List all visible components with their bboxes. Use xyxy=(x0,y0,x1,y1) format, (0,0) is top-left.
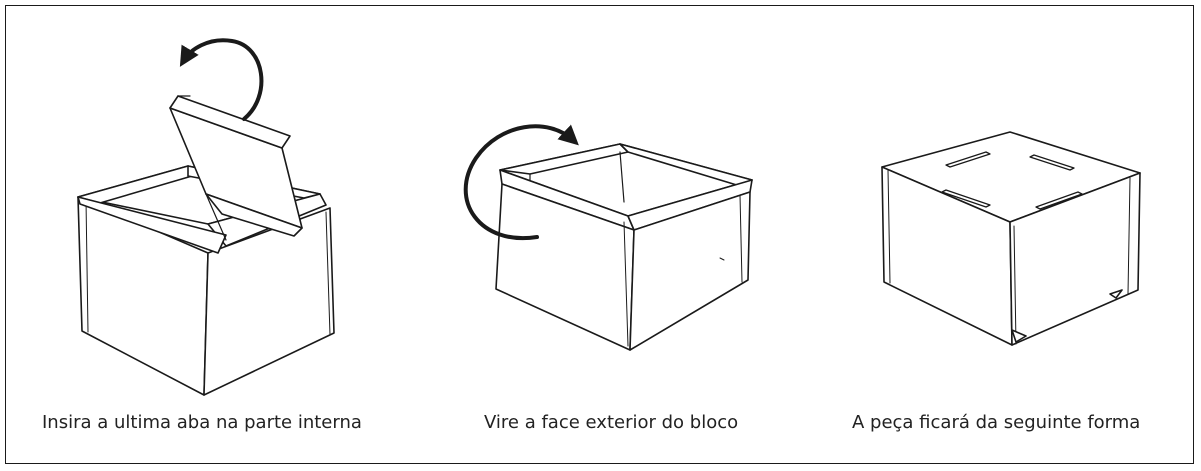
diagram-frame xyxy=(5,5,1194,464)
step-3-box xyxy=(881,131,1141,346)
step-3-caption: A peça ficará da seguinte forma xyxy=(852,412,1141,433)
step-1-box xyxy=(77,95,335,396)
counterclockwise-rotate-icon xyxy=(179,38,264,121)
step-1-caption: Insira a ultima aba na parte interna xyxy=(42,412,362,433)
clockwise-rotate-icon xyxy=(463,124,579,241)
step-2-caption: Vire a face exterior do bloco xyxy=(484,412,739,433)
step-2-box xyxy=(495,143,753,351)
